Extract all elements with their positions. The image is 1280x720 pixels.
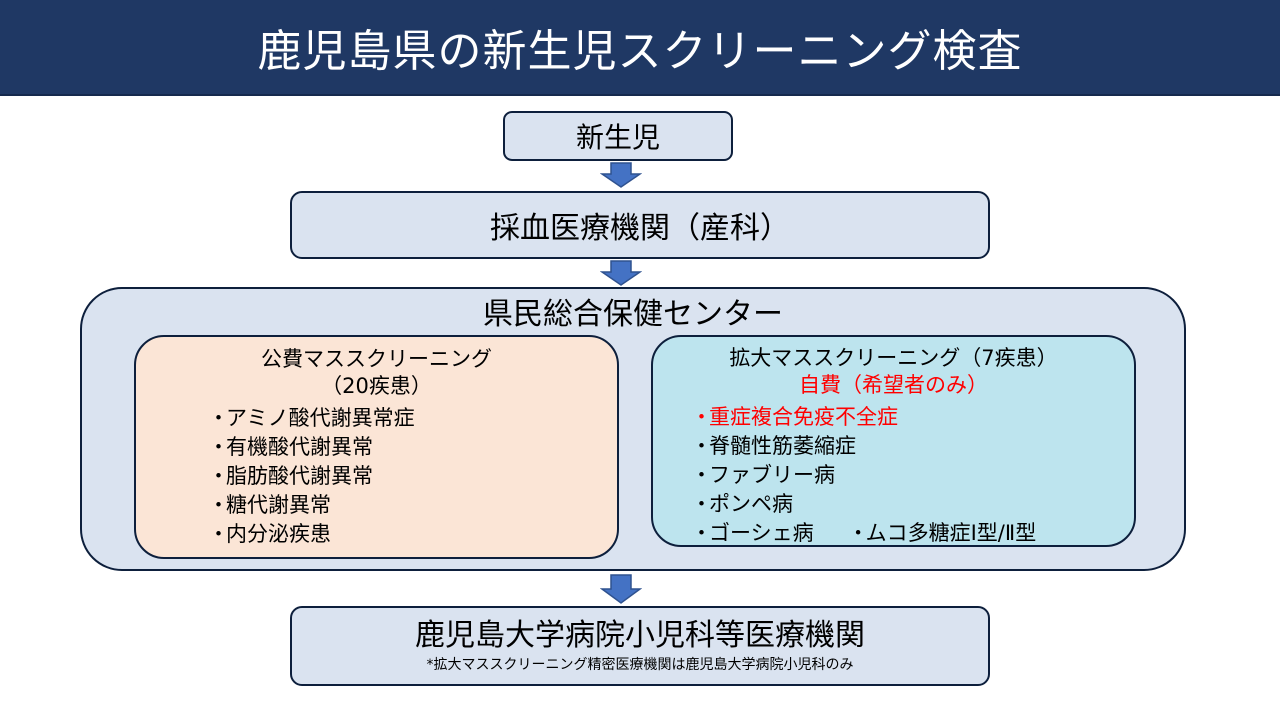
disease-label: 糖代謝異常: [226, 493, 331, 517]
disease-label: 脊髄性筋萎縮症: [709, 434, 856, 458]
page-title: 鹿児島県の新生児スクリーニング検査: [257, 26, 1023, 77]
list-item: ・脂肪酸代謝異常: [208, 462, 617, 491]
bullet-icon: ・: [691, 405, 712, 429]
extended-screening-heading: 拡大マススクリーニング（7疾患） 自費（希望者のみ）: [653, 337, 1134, 399]
public-screening-count: （20疾患）: [321, 374, 432, 398]
title-bar: 鹿児島県の新生児スクリーニング検査: [0, 0, 1280, 96]
list-item: ・重症複合免疫不全症: [691, 403, 1134, 432]
bullet-icon: ・: [691, 463, 712, 487]
bullet-icon: ・: [691, 521, 712, 545]
disease-label: 脂肪酸代謝異常: [226, 464, 373, 488]
disease-label: ゴーシェ病: [709, 521, 814, 545]
extended-disease-list: ・重症複合免疫不全症 ・脊髄性筋萎縮症 ・ファブリー病 ・ポンペ病 ・ゴーシェ病…: [691, 403, 1134, 548]
disease-label: 有機酸代謝異常: [226, 435, 373, 459]
hospital-note: *拡大マススクリーニング精密医療機関は鹿児島大学病院小児科のみ: [426, 657, 854, 673]
list-item: ・有機酸代謝異常: [208, 433, 617, 462]
disease-label: 重症複合免疫不全症: [709, 405, 898, 429]
sampling-facility-box: 採血医療機関（産科）: [290, 191, 990, 259]
public-disease-list: ・アミノ酸代謝異常症 ・有機酸代謝異常 ・脂肪酸代謝異常 ・糖代謝異常 ・内分泌…: [208, 404, 617, 549]
disease-label: アミノ酸代謝異常症: [226, 406, 415, 430]
bullet-icon: ・: [208, 464, 229, 488]
extended-screening-title: 拡大マススクリーニング（7疾患）: [729, 346, 1058, 370]
list-item: ・ポンペ病: [691, 490, 1134, 519]
bullet-icon: ・: [208, 493, 229, 517]
public-screening-panel: 公費マススクリーニング （20疾患） ・アミノ酸代謝異常症 ・有機酸代謝異常 ・…: [134, 335, 619, 559]
bullet-icon: ・: [208, 435, 229, 459]
arrow-down-icon: [600, 260, 642, 290]
list-item: ・ファブリー病: [691, 461, 1134, 490]
disease-label: ポンペ病: [709, 492, 793, 516]
bullet-icon: ・: [691, 492, 712, 516]
health-center-box: 県民総合保健センター 公費マススクリーニング （20疾患） ・アミノ酸代謝異常症…: [80, 287, 1186, 571]
arrow-down-icon: [600, 574, 642, 604]
public-screening-title: 公費マススクリーニング: [261, 347, 492, 371]
list-item: ・ゴーシェ病・ムコ多糖症Ⅰ型/Ⅱ型: [691, 519, 1134, 548]
bullet-icon: ・: [208, 522, 229, 546]
hospital-name: 鹿児島大学病院小児科等医療機関: [415, 618, 865, 653]
sampling-facility-label: 採血医療機関（産科）: [490, 211, 790, 246]
disease-label: ファブリー病: [709, 463, 835, 487]
extended-screening-panel: 拡大マススクリーニング（7疾患） 自費（希望者のみ） ・重症複合免疫不全症 ・脊…: [651, 335, 1136, 547]
list-item: ・脊髄性筋萎縮症: [691, 432, 1134, 461]
newborn-label: 新生児: [575, 121, 660, 154]
disease-label: ムコ多糖症Ⅰ型/Ⅱ型: [865, 521, 1037, 545]
health-center-title: 県民総合保健センター: [483, 297, 783, 332]
bullet-icon: ・: [208, 406, 229, 430]
list-item: ・糖代謝異常: [208, 491, 617, 520]
arrow-down-icon: [600, 162, 642, 192]
list-item: ・内分泌疾患: [208, 520, 617, 549]
newborn-box: 新生児: [503, 111, 733, 161]
public-screening-heading: 公費マススクリーニング （20疾患）: [136, 337, 617, 400]
extended-screening-cost: 自費（希望者のみ）: [799, 373, 988, 397]
bullet-icon: ・: [691, 434, 712, 458]
bullet-icon: ・: [847, 521, 869, 545]
hospital-box: 鹿児島大学病院小児科等医療機関 *拡大マススクリーニング精密医療機関は鹿児島大学…: [290, 606, 990, 686]
disease-label: 内分泌疾患: [226, 522, 331, 546]
list-item: ・アミノ酸代謝異常症: [208, 404, 617, 433]
